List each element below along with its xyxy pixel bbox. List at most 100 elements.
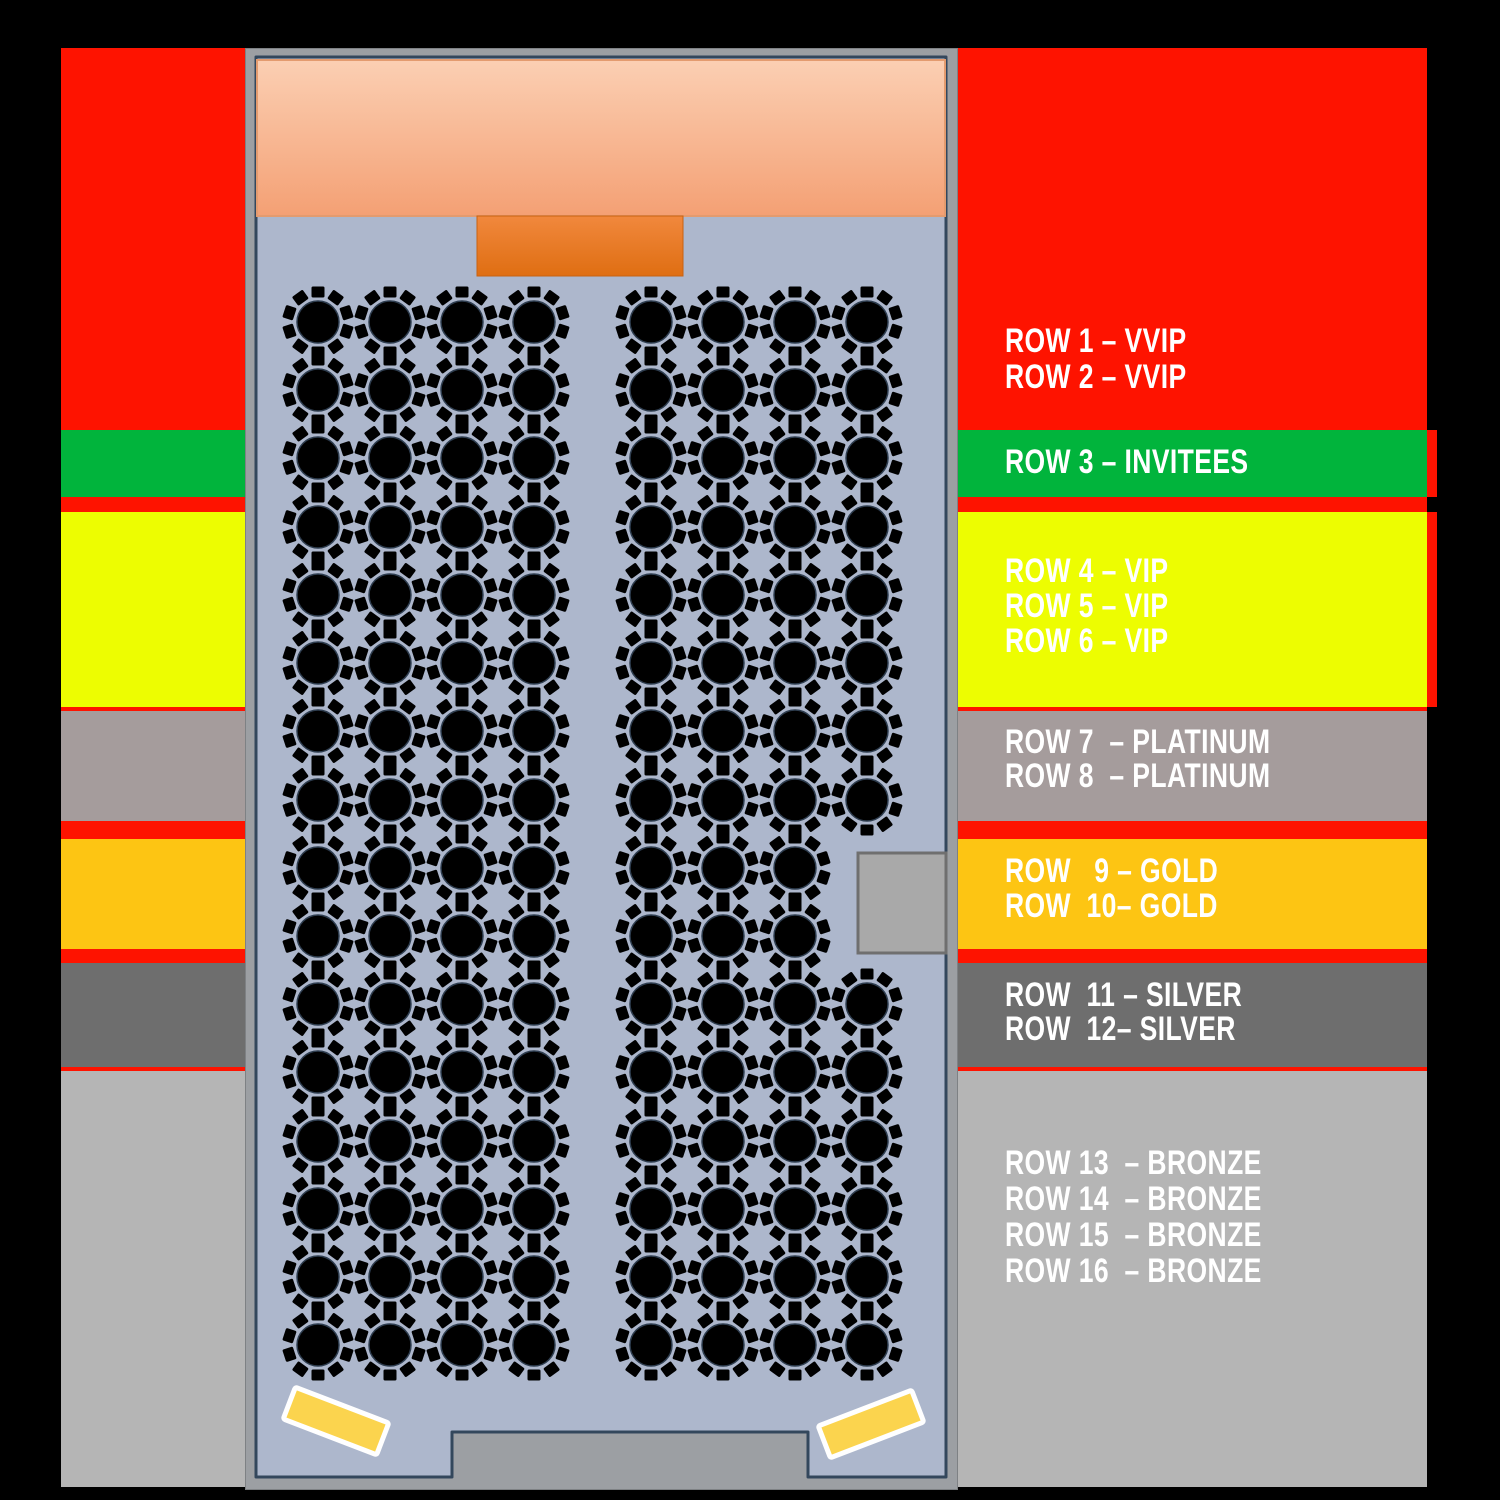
banquet-table: [759, 559, 831, 631]
banquet-table: [282, 559, 354, 631]
banquet-table: [687, 1241, 759, 1313]
banquet-table: [615, 1241, 687, 1313]
legend-separator: [958, 949, 1427, 963]
banquet-table: [831, 764, 903, 836]
banquet-table: [831, 968, 903, 1040]
banquet-table: [759, 1105, 831, 1177]
banquet-table: [687, 491, 759, 563]
banquet-table: [687, 1309, 759, 1381]
banquet-table: [615, 491, 687, 563]
banquet-table: [498, 354, 570, 426]
banquet-table: [354, 354, 426, 426]
legend-band-bronze-left: [61, 1071, 245, 1487]
banquet-table: [687, 286, 759, 358]
banquet-table: [282, 627, 354, 699]
banquet-table: [354, 627, 426, 699]
legend-separator: [61, 1067, 245, 1071]
banquet-table: [759, 1241, 831, 1313]
banquet-table: [282, 968, 354, 1040]
banquet-table: [498, 491, 570, 563]
banquet-table: [759, 491, 831, 563]
legend-band-silver-right: [958, 963, 1427, 1067]
banquet-table: [831, 627, 903, 699]
banquet-table: [354, 695, 426, 767]
legend-band-gold-left: [61, 839, 245, 949]
stage: [256, 59, 946, 217]
door-inset: [856, 851, 948, 955]
banquet-table: [282, 832, 354, 904]
banquet-table: [831, 559, 903, 631]
banquet-table: [615, 286, 687, 358]
banquet-table: [687, 764, 759, 836]
banquet-table: [687, 695, 759, 767]
banquet-table: [282, 1036, 354, 1108]
banquet-table: [498, 900, 570, 972]
banquet-table: [759, 695, 831, 767]
legend-separator: [958, 497, 1427, 512]
banquet-table: [615, 1105, 687, 1177]
banquet-table: [354, 1173, 426, 1245]
banquet-table: [354, 764, 426, 836]
banquet-table: [426, 900, 498, 972]
banquet-table: [282, 695, 354, 767]
banquet-table: [426, 422, 498, 494]
banquet-table: [615, 559, 687, 631]
banquet-table: [354, 900, 426, 972]
banquet-table: [426, 764, 498, 836]
banquet-table: [759, 832, 831, 904]
banquet-table: [759, 968, 831, 1040]
legend-separator: [958, 1067, 1427, 1071]
legend-band-invitees-left: [61, 430, 245, 497]
banquet-table: [687, 422, 759, 494]
banquet-table: [426, 354, 498, 426]
banquet-table: [615, 1036, 687, 1108]
banquet-table: [354, 1241, 426, 1313]
legend-band-invitees-right: [958, 430, 1437, 497]
banquet-table: [282, 1309, 354, 1381]
banquet-table: [426, 286, 498, 358]
banquet-table: [498, 968, 570, 1040]
banquet-table: [615, 764, 687, 836]
banquet-table: [831, 422, 903, 494]
banquet-table: [282, 764, 354, 836]
legend-separator: [958, 821, 1427, 839]
banquet-table: [426, 491, 498, 563]
legend-separator: [61, 707, 245, 711]
banquet-table: [426, 1241, 498, 1313]
banquet-table: [282, 900, 354, 972]
banquet-table: [426, 1173, 498, 1245]
banquet-table: [687, 559, 759, 631]
legend-band-vvip-right: [958, 48, 1427, 430]
banquet-table: [615, 627, 687, 699]
legend-band-gold-right: [958, 839, 1427, 949]
banquet-table: [498, 764, 570, 836]
banquet-table: [426, 832, 498, 904]
banquet-table: [282, 1105, 354, 1177]
banquet-table: [354, 1309, 426, 1381]
entrance-ramp-left: [281, 1385, 391, 1457]
banquet-table: [687, 627, 759, 699]
banquet-table: [354, 1036, 426, 1108]
banquet-table: [687, 354, 759, 426]
banquet-table: [615, 354, 687, 426]
banquet-table: [498, 1105, 570, 1177]
banquet-table: [426, 695, 498, 767]
podium: [476, 215, 684, 277]
legend-band-platinum-left: [61, 711, 245, 821]
legend-band-vip-left: [61, 512, 245, 707]
banquet-table: [498, 1309, 570, 1381]
banquet-table: [687, 1173, 759, 1245]
banquet-table: [831, 1309, 903, 1381]
banquet-table: [759, 1309, 831, 1381]
legend-band-left: [61, 0, 245, 1500]
banquet-table: [759, 1036, 831, 1108]
banquet-table: [426, 1105, 498, 1177]
entrance-ramp-right: [816, 1388, 926, 1460]
banquet-table: [498, 559, 570, 631]
banquet-table: [498, 695, 570, 767]
legend-separator: [61, 821, 245, 839]
banquet-table: [759, 1173, 831, 1245]
banquet-table: [831, 286, 903, 358]
banquet-table: [354, 422, 426, 494]
